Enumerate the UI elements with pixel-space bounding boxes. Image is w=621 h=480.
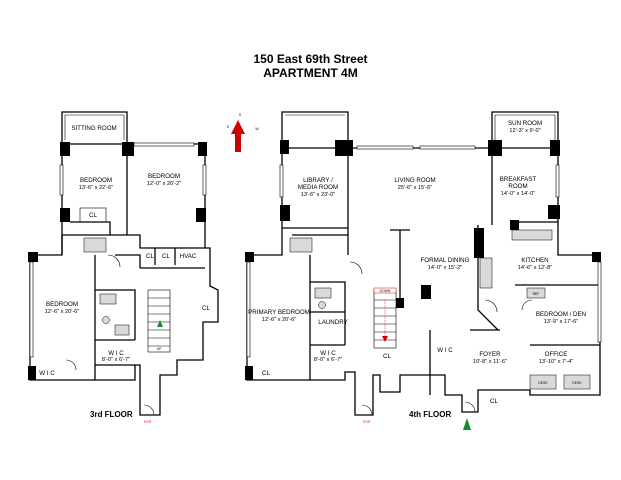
- f4-ref-label: REF: [533, 292, 540, 296]
- f4-exit-label: EXIT: [363, 420, 371, 424]
- f3-bedroom-c-label: BEDROOM: [46, 301, 78, 308]
- f3-wic-label: W I C: [108, 350, 124, 357]
- f4-foyer-label: FOYER: [479, 351, 501, 358]
- f4-wic-dims: 8'-0" x 6'-7": [314, 357, 342, 363]
- f4-sun-label: SUN ROOM: [508, 120, 542, 127]
- f4-primary-dims: 12'-6" x 20'-6": [262, 317, 296, 323]
- f4-formal-dims: 14'-0" x 15'-2": [428, 265, 462, 271]
- f4-breakfast-dims: 14'-0" x 14'-0": [501, 191, 535, 197]
- toilet-4: [318, 301, 326, 309]
- compass: S E W: [227, 113, 259, 152]
- f4-wic-label: W I C: [320, 350, 336, 357]
- floor-3-outline: [29, 143, 219, 416]
- f3-cl-3-label: CL: [162, 253, 170, 260]
- bathtub-4: [289, 237, 313, 253]
- f4-cl-1-label: CL: [262, 370, 270, 377]
- desk-1: [529, 374, 557, 390]
- f4-desk-1-label: DESK: [538, 381, 548, 385]
- library-bay-walls: [281, 111, 349, 148]
- f3-bedroom-b-dims: 12'-0" x 20'-2": [147, 181, 181, 187]
- sun-room-walls: [491, 111, 559, 148]
- f4-primary-label: PRIMARY BEDROOM: [248, 309, 310, 316]
- f4-kitchen-label: KITCHEN: [521, 257, 548, 264]
- stair-down-arrow-icon: [382, 336, 388, 342]
- f3-cl-4-label: CL: [202, 305, 210, 312]
- f4-desk-2-label: DESK: [572, 381, 582, 385]
- f3-exit-label: EXIT: [144, 420, 152, 424]
- f3-bedroom-a-label: BEDROOM: [80, 177, 112, 184]
- kitchen-counter: [511, 229, 553, 241]
- closet: [79, 207, 107, 223]
- f3-bedroom-b-label: BEDROOM: [148, 173, 180, 180]
- f4-wic-small-label: W I C: [437, 347, 453, 354]
- f3-cl-1-label: CL: [89, 212, 97, 219]
- f3-bedroom-a-dims: 13'-6" x 22'-6": [79, 185, 113, 191]
- refrigerator: [526, 287, 546, 299]
- f4-laundry-label: LAUNDRY: [318, 319, 347, 326]
- floor-3-plan: SITTING ROOM BEDROOM 13'-6" x 22'-6" BED…: [28, 111, 219, 424]
- stair-down: [373, 287, 397, 349]
- bathtub: [83, 237, 107, 253]
- compass-w: W: [255, 127, 259, 131]
- desk-2: [563, 374, 591, 390]
- f3-wic-small-label: W I C: [39, 370, 55, 377]
- f3-sitting-room-label: SITTING ROOM: [71, 125, 116, 132]
- f4-library-label-2: MEDIA ROOM: [298, 184, 338, 191]
- f4-formal-label: FORMAL DINING: [421, 257, 470, 264]
- f4-living-label: LIVING ROOM: [394, 177, 435, 184]
- stair-up: [147, 289, 171, 353]
- range: [479, 257, 493, 289]
- floor-4-plan: LIBRARY / MEDIA ROOM 13'-6" x 23'-0" LIV…: [245, 111, 602, 430]
- shower: [114, 324, 130, 336]
- f4-cl-3-label: CL: [490, 398, 498, 405]
- f4-breakfast-label-2: ROOM: [508, 183, 527, 190]
- vanity: [99, 293, 117, 305]
- f4-office-dims: 13'-10" x 7'-4": [539, 359, 573, 365]
- toilet: [102, 316, 110, 324]
- f4-library-dims: 13'-6" x 23'-0": [301, 192, 335, 198]
- f3-wic-dims: 8'-0" x 6'-7": [102, 357, 130, 363]
- f4-kitchen-dims: 14'-6" x 12'-8": [518, 265, 552, 271]
- f4-den-dims: 13'-9" x 17'-6": [544, 319, 578, 325]
- f4-breakfast-label-1: BREAKFAST: [500, 176, 537, 183]
- f3-floor-label: 3rd FLOOR: [90, 410, 133, 419]
- f3-cl-2-label: CL: [146, 253, 154, 260]
- f4-down-label: DOWN: [380, 289, 391, 293]
- compass-e: E: [227, 125, 230, 129]
- f4-cl-2-label: CL: [383, 353, 391, 360]
- f4-sun-dims: 12'-3" x 9'-0": [509, 128, 540, 134]
- f4-den-label: BEDROOM / DEN: [536, 311, 586, 318]
- entry-arrow-icon: [463, 418, 471, 430]
- f4-floor-label: 4th FLOOR: [409, 410, 451, 419]
- floor-4-outline: [246, 147, 601, 416]
- plan-unit: APARTMENT 4M: [263, 66, 358, 80]
- f4-library-label-1: LIBRARY /: [303, 177, 333, 184]
- compass-needle-icon: [231, 120, 245, 152]
- compass-s: S: [239, 113, 242, 117]
- stair-arrow-icon: [157, 320, 163, 327]
- vanity-4: [314, 287, 332, 299]
- f3-hvac-label: HVAC: [180, 253, 197, 260]
- sitting-room-walls: [61, 111, 128, 144]
- f3-bedroom-c-dims: 12'-6" x 20'-6": [45, 309, 79, 315]
- f4-living-dims: 25'-6" x 15'-6": [398, 185, 432, 191]
- f4-foyer-dims: 10'-8" x 11'-6": [473, 359, 507, 365]
- f4-office-label: OFFICE: [545, 351, 568, 358]
- f3-up-label: UP: [157, 347, 162, 351]
- plan-address: 150 East 69th Street: [253, 52, 368, 66]
